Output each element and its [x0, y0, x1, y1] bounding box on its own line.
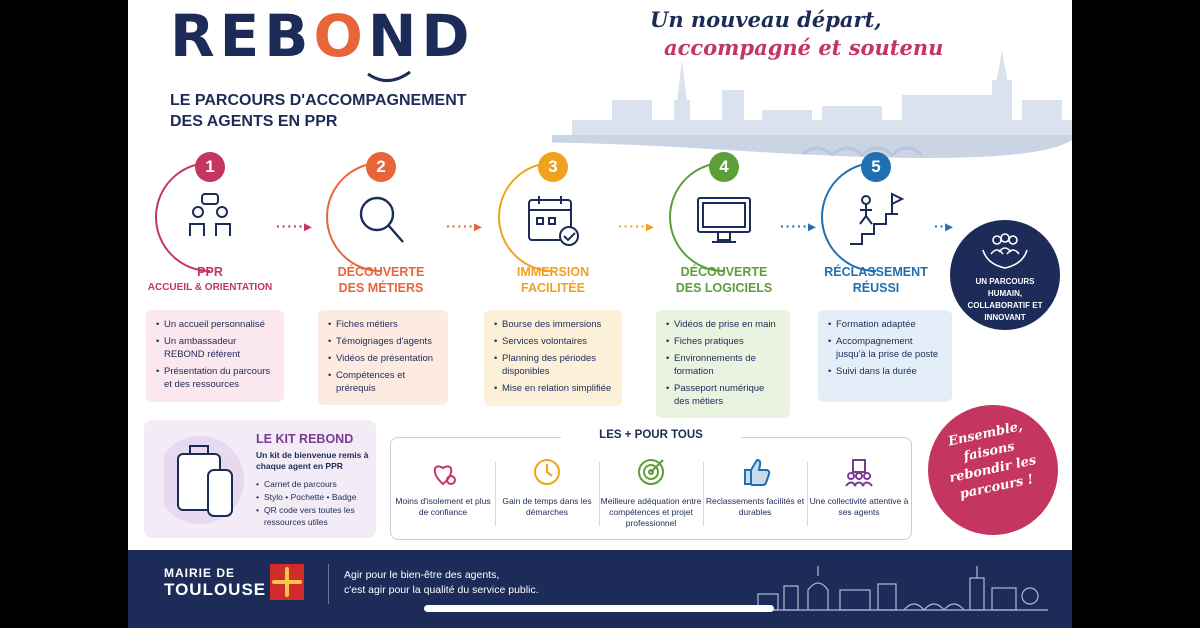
plus-separator [599, 462, 600, 526]
footer-city-icon [748, 566, 1048, 611]
step-number: 2 [366, 152, 396, 182]
detail-item: Services volontaires [494, 335, 614, 348]
footer-motto: Agir pour le bien-être des agents, c'est… [344, 569, 539, 596]
plus-item-label: Reclassements facilités et durables [705, 496, 805, 517]
clock-icon [534, 459, 560, 485]
dotted-arrow-icon: ·····▸ [446, 218, 483, 234]
hands-people-icon [982, 233, 1028, 269]
home-indicator-bar[interactable] [424, 605, 774, 612]
detail-item: Fiches pratiques [666, 335, 782, 348]
detail-item: Présentation du parcours et des ressourc… [156, 365, 276, 391]
detail-item: Vidéos de présentation [328, 352, 440, 365]
city-skyline-illustration [552, 50, 1072, 170]
logo-swoosh-icon [367, 70, 411, 82]
toulouse-label: TOULOUSE [164, 580, 267, 599]
kit-rebond-panel: LE KIT REBOND Un kit de bienvenue remis … [144, 420, 376, 538]
plus-separator [703, 462, 704, 526]
kit-item: QR code vers toutes les ressources utile… [256, 504, 374, 528]
detail-item: Suivi dans la durée [828, 365, 944, 378]
detail-item: Un accueil personnalisé [156, 318, 276, 331]
dotted-arrow-icon: ·····▸ [276, 218, 313, 234]
kit-bag-icon [164, 436, 244, 524]
magnifier-icon [359, 196, 404, 243]
kit-item: Carnet de parcours [256, 478, 374, 490]
rebond-logo: REBOND [170, 2, 475, 70]
detail-item: Vidéos de prise en main [666, 318, 782, 331]
plus-item-label: Moins d'isolement et plus de confiance [395, 496, 491, 517]
step-number: 4 [709, 152, 739, 182]
plus-item: Moins d'isolement et plus de confiance [391, 456, 495, 518]
detail-item: Bourse des immersions [494, 318, 614, 331]
page-subtitle: LE PARCOURS D'ACCOMPAGNEMENT DES AGENTS … [170, 92, 467, 130]
detail-item: Mise en relation simplifiée [494, 382, 614, 395]
step-number: 1 [195, 152, 225, 182]
plus-item-label: Meilleure adéquation entre compétences e… [600, 496, 702, 528]
target-icon [638, 459, 664, 485]
step-2-details: Fiches métiersTémoignages d'agentsVidéos… [318, 310, 448, 405]
footer-separator [328, 564, 329, 604]
step-number: 3 [538, 152, 568, 182]
detail-item: Compétences et prérequis [328, 369, 440, 395]
plus-item-label: Gain de temps dans les démarches [502, 496, 592, 517]
dotted-arrow-icon: ·····▸ [780, 218, 817, 234]
plus-item: Une collectivité attentive à ses agents [807, 456, 911, 518]
kit-title: LE KIT REBOND [256, 432, 354, 446]
step-4-details: Vidéos de prise en mainFiches pratiquesE… [656, 310, 790, 418]
tagline: Un nouveau départ, accompagné et soutenu [650, 7, 944, 60]
plus-item: Gain de temps dans les démarches [495, 456, 599, 518]
ensemble-badge: Ensemble, faisons rebondir les parcours … [915, 392, 1071, 548]
detail-item: Accompagnement jusqu'à la prise de poste [828, 335, 944, 361]
stairs-flag-icon [850, 192, 905, 245]
group-building-icon [845, 459, 873, 487]
step-number: 5 [861, 152, 891, 182]
calendar-check-icon [528, 196, 579, 246]
detail-item: Passeport numérique des métiers [666, 382, 782, 408]
poster: REBOND LE PARCOURS D'ACCOMPAGNEMENT DES … [128, 0, 1072, 628]
kit-list: Carnet de parcoursStylo • Pochette • Bad… [256, 478, 374, 529]
detail-item: Planning des périodes disponibles [494, 352, 614, 378]
ensemble-text: Ensemble, faisons rebondir les parcours … [946, 419, 1038, 503]
thumbs-up-icon [744, 458, 771, 486]
occitan-cross-logo [270, 564, 304, 600]
plus-item: Meilleure adéquation entre compétences e… [599, 456, 703, 529]
heart-people-icon [433, 465, 456, 486]
dotted-arrow-icon: ··▸ [934, 218, 954, 234]
kit-intro: Un kit de bienvenue remis à chaque agent… [256, 450, 369, 471]
step-3-details: Bourse des immersionsServices volontaire… [484, 310, 622, 406]
footer: MAIRIE DE TOULOUSE Agir pour le bien-êtr… [128, 550, 1072, 628]
plus-item-label: Une collectivité attentive à ses agents [809, 496, 909, 517]
detail-item: Un ambassadeur REBOND référent [156, 335, 276, 361]
final-circle-text: UN PARCOURS HUMAIN, COLLABORATIF ET INNO… [967, 277, 1043, 322]
step-1-details: Un accueil personnalisé Un ambassadeur RE… [146, 310, 284, 402]
plus-pour-tous-panel: LES + POUR TOUS Moins d'isolement et plu… [390, 429, 912, 540]
dotted-arrow-icon: ·····▸ [618, 218, 655, 234]
detail-item: Fiches métiers [328, 318, 440, 331]
monitor-icon [697, 197, 751, 243]
plus-title: LES + POUR TOUS [561, 429, 741, 441]
mairie-label: MAIRIE DE [164, 566, 236, 580]
plus-separator [495, 462, 496, 526]
step-5-details: Formation adaptéeAccompagnement jusqu'à … [818, 310, 952, 402]
kit-item: Stylo • Pochette • Badge [256, 491, 374, 503]
wave-decoration [128, 140, 1072, 170]
final-circle: UN PARCOURS HUMAIN, COLLABORATIF ET INNO… [950, 220, 1060, 330]
detail-item: Environnements de formation [666, 352, 782, 378]
plus-separator [807, 462, 808, 526]
detail-item: Témoignages d'agents [328, 335, 440, 348]
meeting-icon [189, 193, 231, 236]
detail-item: Formation adaptée [828, 318, 944, 331]
plus-item: Reclassements facilités et durables [703, 456, 807, 518]
